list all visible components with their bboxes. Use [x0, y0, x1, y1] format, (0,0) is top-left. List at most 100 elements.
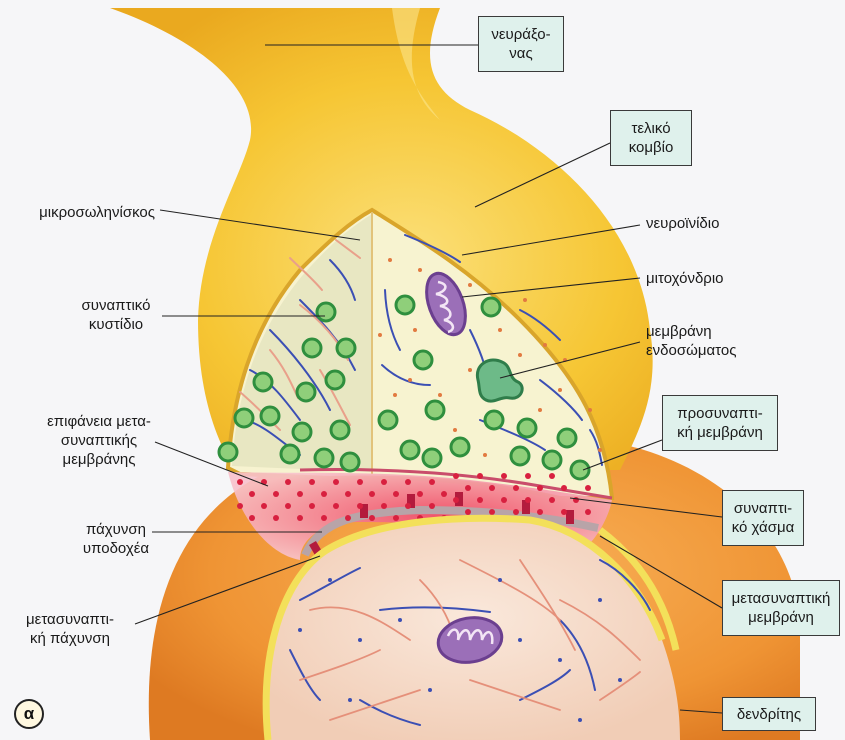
- label-endosome-membrane: μεμβράνη ενδοσώματος: [646, 323, 737, 359]
- synaptic-vesicle: [569, 459, 591, 481]
- label-postsynaptic-thickening: μετασυναπτι- κή πάχυνση: [26, 611, 114, 647]
- cytoplasm-dot: [438, 393, 442, 397]
- synaptic-vesicle: [412, 349, 434, 371]
- figure-badge: α: [14, 699, 44, 729]
- cleft-dot: [489, 509, 495, 515]
- cleft-dot: [393, 515, 399, 521]
- mitochondrion-dendrite: [436, 616, 504, 664]
- cytoplasm-dot: [518, 353, 522, 357]
- synaptic-vesicle: [295, 381, 317, 403]
- cleft-dot: [297, 491, 303, 497]
- cleft-dot: [261, 503, 267, 509]
- synaptic-vesicle: [259, 405, 281, 427]
- cleft-dot: [405, 503, 411, 509]
- cytoplasm-dot: [468, 283, 472, 287]
- cytoplasm-dot: [558, 388, 562, 392]
- synaptic-vesicle: [339, 451, 361, 473]
- synaptic-vesicle: [279, 443, 301, 465]
- synaptic-vesicle: [329, 419, 351, 441]
- synaptic-vesicle: [335, 337, 357, 359]
- cleft-dot: [501, 497, 507, 503]
- synaptic-vesicle: [313, 447, 335, 469]
- cleft-dot: [417, 491, 423, 497]
- synaptic-vesicle: [556, 427, 578, 449]
- synaptic-vesicle: [449, 436, 471, 458]
- cleft-dot: [525, 497, 531, 503]
- label-presynaptic-membrane: προσυναπτι- κή μεμβράνη: [662, 395, 778, 451]
- synaptic-vesicle: [324, 369, 346, 391]
- dendrite-dot: [618, 678, 622, 682]
- cytoplasm-dot: [408, 378, 412, 382]
- label-synaptic-vesicle: συναπτικό κυστίδιο: [81, 297, 151, 333]
- synaptic-vesicle: [252, 371, 274, 393]
- postsynaptic-density: [301, 505, 599, 557]
- label-receptor-thickening: πάχυνση υποδοχέα: [82, 521, 150, 557]
- cleft-dot: [309, 479, 315, 485]
- label-synaptic-cleft: συναπτι- κό χάσμα: [722, 490, 804, 546]
- cleft-dot: [369, 491, 375, 497]
- cleft-dot: [297, 515, 303, 521]
- cleft-dot: [549, 497, 555, 503]
- cleft-dot: [381, 503, 387, 509]
- synaptic-vesicle: [424, 399, 446, 421]
- cleft-dot: [309, 503, 315, 509]
- dendrite-dot: [328, 578, 332, 582]
- synaptic-vesicle: [291, 421, 313, 443]
- cytoplasm-dot: [393, 393, 397, 397]
- cleft-dot: [249, 515, 255, 521]
- dendrite-dot: [298, 628, 302, 632]
- synaptic-vesicle: [509, 445, 531, 467]
- cleft-dot: [321, 491, 327, 497]
- dendrite-dot: [358, 638, 362, 642]
- dendrite-dot: [348, 698, 352, 702]
- cytoplasm-dot: [468, 368, 472, 372]
- cleft-dot: [465, 509, 471, 515]
- cleft-dot: [273, 491, 279, 497]
- label-postsynaptic-surface: επιφάνεια μετα- συναπτικής μεμβράνης: [47, 413, 151, 468]
- cleft-dot: [573, 497, 579, 503]
- cleft-dot: [453, 497, 459, 503]
- label-postsynaptic-membrane: μετασυναπτική μεμβράνη: [722, 580, 840, 636]
- mitochondrion-presynaptic: [425, 271, 467, 337]
- cytoplasm-dot: [538, 408, 542, 412]
- cleft-dot: [537, 509, 543, 515]
- label-axon: νευράξο- νας: [478, 16, 564, 72]
- dendrite-dot: [518, 638, 522, 642]
- cytoplasm-dot: [498, 328, 502, 332]
- synaptic-vesicle: [315, 301, 337, 323]
- cleft-dot: [477, 497, 483, 503]
- cleft-dot: [561, 485, 567, 491]
- label-microfilament: μικροσωληνίσκος: [39, 204, 155, 221]
- cleft-dot: [513, 485, 519, 491]
- dendrite-dot: [558, 658, 562, 662]
- cleft-dot: [525, 473, 531, 479]
- cleft-dot: [273, 515, 279, 521]
- cleft-dot: [585, 485, 591, 491]
- cleft-dot: [501, 473, 507, 479]
- cleft-dot: [285, 479, 291, 485]
- cleft-dot: [333, 479, 339, 485]
- synaptic-vesicle: [421, 447, 443, 469]
- cytoplasm-dot: [378, 333, 382, 337]
- dendrite-dot: [578, 718, 582, 722]
- dendrite-dot: [498, 578, 502, 582]
- cleft-dot: [453, 473, 459, 479]
- dendrite-dot: [398, 618, 402, 622]
- synaptic-vesicle: [480, 296, 502, 318]
- cleft-dot: [405, 479, 411, 485]
- cleft-dot: [561, 509, 567, 515]
- synaptic-vesicle: [301, 337, 323, 359]
- cytoplasm-dot: [453, 428, 457, 432]
- dendrite-dot: [428, 688, 432, 692]
- cleft-dot: [369, 515, 375, 521]
- synaptic-vesicle: [399, 439, 421, 461]
- cytoplasm-dot: [588, 408, 592, 412]
- cytoplasm-dot: [413, 328, 417, 332]
- cleft-dot: [237, 503, 243, 509]
- cleft-dot: [429, 503, 435, 509]
- cytoplasm-dot: [543, 343, 547, 347]
- label-neurofilament: νευροϊνίδιο: [646, 215, 720, 232]
- synaptic-vesicle: [217, 441, 239, 463]
- cytoplasm-dot: [523, 298, 527, 302]
